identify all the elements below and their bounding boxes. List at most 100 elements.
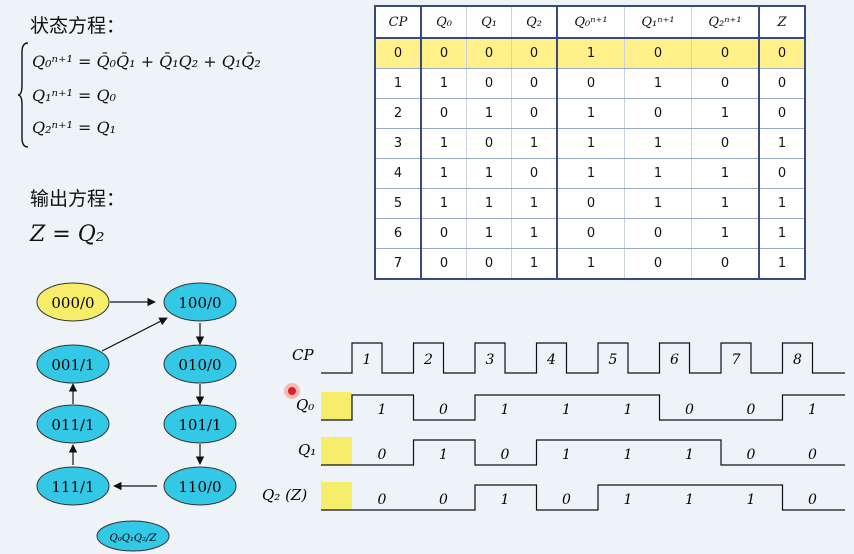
timing-label-q1: Q₁ <box>298 441 316 459</box>
table-cell: 0 <box>466 38 512 69</box>
cp-pulse-number: 2 <box>423 352 433 368</box>
svg-text:000/0: 000/0 <box>51 294 94 312</box>
table-cell: 0 <box>511 98 558 129</box>
col-header-q0-next: Q₀ⁿ⁺¹ <box>556 6 625 39</box>
timing-value: 0 <box>378 447 387 463</box>
brace <box>18 42 29 148</box>
table-cell: 0 <box>511 158 558 189</box>
col-header-z: Z <box>758 6 805 39</box>
table-cell: 0 <box>466 128 512 159</box>
table-cell: 1 <box>511 248 558 280</box>
table-cell: 0 <box>758 158 805 189</box>
table-cell: 1 <box>758 128 805 159</box>
timing-value: 1 <box>685 447 694 463</box>
q2-initial-marker <box>321 482 352 510</box>
table-cell: 0 <box>758 98 805 129</box>
table-cell: 1 <box>758 188 805 219</box>
timing-value: 0 <box>685 402 694 418</box>
table-cell: 1 <box>511 218 558 249</box>
eq-rhs-q2: Q₁ <box>96 118 116 137</box>
state-equation-q2: Q₂ⁿ⁺¹ = Q₁ <box>32 118 116 137</box>
timing-value: 1 <box>562 402 571 418</box>
table-cell: 0 <box>420 218 467 249</box>
table-cell: 0 <box>374 38 422 69</box>
svg-text:010/0: 010/0 <box>178 356 221 374</box>
timing-value: 1 <box>685 492 694 508</box>
table-cell: 0 <box>466 68 512 99</box>
table-cell: 1 <box>420 68 467 99</box>
q0-signal-path <box>321 394 845 421</box>
timing-value: 0 <box>562 492 571 508</box>
timing-label-cp: CP <box>292 346 314 364</box>
eq-rhs-q0: Q̄₀Q̄₁ + Q̄₁Q₂ + Q₁Q̄₂ <box>96 52 261 71</box>
table-cell: 0 <box>691 38 760 69</box>
timing-value: 1 <box>747 492 756 508</box>
state-node-000: 000/0 <box>36 282 110 322</box>
table-cell: 1 <box>758 218 805 249</box>
table-cell: 1 <box>624 128 692 159</box>
svg-text:110/0: 110/0 <box>178 478 221 496</box>
cp-pulse-number: 4 <box>546 352 556 368</box>
table-cell: 1 <box>556 128 625 159</box>
state-node-100: 100/0 <box>163 282 237 322</box>
eq-lhs-q0: Q₀ⁿ⁺¹ = <box>32 52 92 71</box>
table-cell: 0 <box>420 38 467 69</box>
output-equation: Z = Q₂ <box>30 222 105 247</box>
col-header-q2-next: Q₂ⁿ⁺¹ <box>691 6 760 39</box>
svg-text:111/1: 111/1 <box>51 478 94 496</box>
q1-initial-marker <box>321 437 352 465</box>
state-node-011: 011/1 <box>36 404 110 444</box>
timing-value: 0 <box>808 447 817 463</box>
table-cell: 0 <box>691 68 760 99</box>
table-cell: 1 <box>420 128 467 159</box>
state-equation-q0: Q₀ⁿ⁺¹ = Q̄₀Q̄₁ + Q̄₁Q₂ + Q₁Q̄₂ <box>32 52 261 71</box>
table-cell: 5 <box>374 188 422 219</box>
table-cell: 0 <box>556 68 625 99</box>
table-cell: 1 <box>466 158 512 189</box>
table-cell: 0 <box>624 248 692 280</box>
table-cell: 1 <box>556 248 625 280</box>
cp-pulse-number: 3 <box>486 352 495 368</box>
table-cell: 1 <box>466 218 512 249</box>
diagrams-canvas: 000/0 100/0 001/1 010/0 011/1 101/1 111/… <box>36 282 845 552</box>
table-cell: 0 <box>758 38 805 69</box>
svg-text:100/0: 100/0 <box>178 294 221 312</box>
timing-value: 1 <box>624 447 633 463</box>
table-cell: 1 <box>374 68 422 99</box>
timing-label-q0: Q₀ <box>296 396 314 414</box>
cp-pulse-number: 1 <box>363 352 372 368</box>
state-equation-q1: Q₁ⁿ⁺¹ = Q₀ <box>32 86 116 105</box>
svg-text:Q₀Q₁Q₂/Z: Q₀Q₁Q₂/Z <box>110 533 158 544</box>
table-header-row: CP Q₀ Q₁ Q₂ Q₀ⁿ⁺¹ Q₁ⁿ⁺¹ Q₂ⁿ⁺¹ Z <box>374 6 805 39</box>
state-node-010: 010/0 <box>163 344 237 384</box>
timing-label-q2: Q₂ (Z) <box>262 486 307 504</box>
timing-value: 0 <box>747 402 756 418</box>
q2-signal-path <box>321 484 845 511</box>
state-node-110: 110/0 <box>163 466 237 506</box>
table-cell: 1 <box>466 188 512 219</box>
state-node-111: 111/1 <box>36 466 110 506</box>
cp-pulse-number: 6 <box>670 352 679 368</box>
table-cell: 6 <box>374 218 422 249</box>
col-header-q0: Q₀ <box>420 6 467 39</box>
svg-text:011/1: 011/1 <box>51 416 94 434</box>
eq-lhs-q2: Q₂ⁿ⁺¹ = <box>32 118 92 137</box>
table-cell: 1 <box>511 128 558 159</box>
table-cell: 0 <box>758 68 805 99</box>
timing-value: 1 <box>624 492 633 508</box>
timing-value: 1 <box>501 492 510 508</box>
output-equation-title: 输出方程： <box>30 188 126 210</box>
table-cell: 0 <box>691 128 760 159</box>
table-cell: 1 <box>624 188 692 219</box>
timing-value: 0 <box>808 492 817 508</box>
table-cell: 1 <box>758 248 805 280</box>
